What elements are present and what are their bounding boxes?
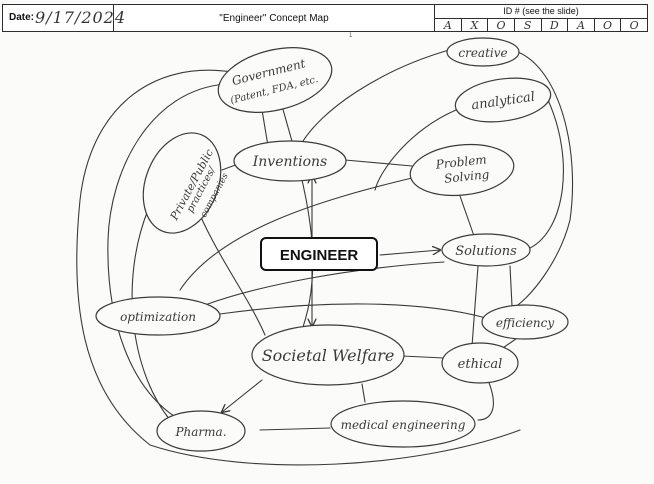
link-optimization-efficiency — [219, 303, 487, 319]
node-problem-outline — [409, 143, 515, 197]
page-mark: 1 — [349, 33, 353, 39]
node-creative-outline — [446, 37, 520, 67]
link-inventions-problem — [344, 159, 413, 167]
link-creative-right — [509, 51, 574, 311]
node-creative-label: creative — [458, 46, 507, 60]
node-government-outline — [217, 47, 333, 113]
node-analytical-outline — [454, 77, 552, 123]
link-gov-inventions — [261, 109, 269, 147]
node-solutions-label: Solutions — [455, 244, 517, 259]
title-cell: "Engineer" Concept Map — [114, 5, 435, 31]
node-efficiency-label: efficiency — [496, 316, 555, 330]
link-problem-solutions — [459, 195, 475, 237]
node-inventions-label: Inventions — [252, 154, 328, 170]
link-societal-medical — [361, 383, 366, 403]
id-char: O — [488, 19, 515, 32]
page-title: "Engineer" Concept Map — [219, 13, 329, 24]
header-bar: Date: 9/17/2024 "Engineer" Concept Map I… — [2, 4, 648, 32]
link-private-societal — [199, 214, 266, 336]
node-engineer-label: ENGINEER — [280, 247, 359, 264]
id-boxes: A X O S D A O O — [435, 18, 647, 32]
node-ethical-outline — [441, 342, 519, 384]
node-shapes — [95, 37, 569, 452]
date-cell: Date: 9/17/2024 — [3, 5, 125, 31]
id-char: O — [629, 19, 639, 32]
link-problem-wide — [179, 177, 413, 291]
arrow-engineer-solutions — [379, 250, 440, 256]
id-char: A — [568, 19, 595, 32]
node-private-outline — [142, 132, 222, 234]
node-inventions-outline — [233, 140, 347, 182]
node-ethical-label: ethical — [458, 357, 503, 372]
id-char: D — [542, 19, 569, 32]
node-problem-line1: Problem — [434, 152, 487, 171]
date-label: Date: — [9, 12, 35, 23]
id-char: A — [435, 19, 462, 32]
id-label: ID # (see the slide) — [503, 6, 579, 16]
connector-lines — [76, 49, 574, 466]
node-medical-outline — [330, 400, 476, 448]
link-medical-pharma — [259, 427, 331, 431]
node-solutions-outline — [441, 233, 531, 267]
id-char: X — [462, 19, 489, 32]
link-solutions-optimization — [204, 261, 445, 306]
link-gov-societal — [281, 105, 314, 336]
link-societal-ethical — [401, 355, 445, 359]
node-efficiency-outline — [481, 304, 569, 340]
node-societal-label: Societal Welfare — [262, 346, 395, 365]
node-problem-line2: Solving — [443, 167, 490, 186]
date-value: 9/17/2024 — [35, 8, 127, 27]
node-pharma-outline — [156, 410, 246, 452]
link-solutions-ethical — [471, 265, 479, 347]
node-optimization-outline — [95, 296, 221, 336]
node-societal-outline — [251, 324, 405, 386]
link-outer-loop — [76, 69, 521, 466]
id-char: S — [515, 19, 542, 32]
link-ethical-medical — [477, 379, 494, 421]
link-left-loop — [107, 83, 227, 421]
link-analytical-loop — [374, 109, 457, 191]
node-engineer-box — [260, 237, 378, 271]
arrow-societal-pharma — [222, 379, 263, 412]
id-cell: ID # (see the slide) A X O S D A O O — [435, 5, 647, 32]
link-analytical-right — [529, 99, 564, 249]
link-creative-loop — [299, 49, 450, 147]
node-optimization-label: optimization — [120, 310, 196, 324]
id-char: O — [595, 19, 622, 32]
link-solutions-efficiency — [509, 265, 513, 307]
node-medical-label: medical engineering — [341, 418, 466, 432]
node-pharma-label: Pharma. — [174, 425, 226, 439]
